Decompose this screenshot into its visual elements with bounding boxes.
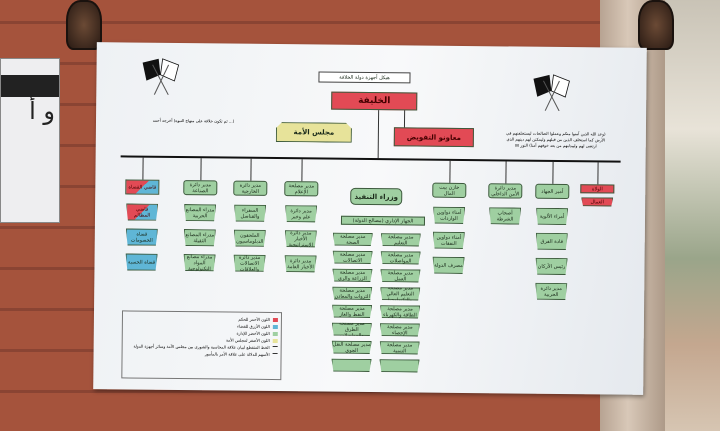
- side-sign: و أ: [0, 58, 60, 223]
- wall-lamp-left: [66, 0, 102, 50]
- column-head: قاضي القضاة: [125, 179, 160, 195]
- department-box: مدير مصلحة النقل الجوي: [332, 341, 371, 354]
- department-box: مدير مصلحة التنمية: [380, 341, 420, 354]
- hadith-quote: (... ثم تكون خلافة على منهاج النبوة) أخر…: [152, 117, 235, 124]
- legend-label: اللون الأحمر للحكم: [238, 316, 270, 322]
- executive-ministers-box: وزراء التنفيذ: [350, 187, 403, 206]
- column-item: مدير دائرة الأخبار الاستراتيجية: [285, 230, 317, 247]
- legend-swatch: [272, 317, 278, 322]
- department-box: مدير مصلحة الإحصاء: [380, 323, 420, 336]
- column-item: السفراء والقناصل: [234, 205, 266, 222]
- legend-label: اللون الأزرق للقضاء: [237, 323, 270, 329]
- column-item: مصرف الدولة: [432, 257, 464, 274]
- legend-swatch: [272, 324, 278, 329]
- department-box: مدير مصلحة الزراعة والري: [332, 269, 372, 282]
- admin-apparatus-box: الجهاز الإداري (مصالح الدولة): [340, 215, 426, 226]
- column-head: مدير دائرة الصناعة: [183, 180, 218, 196]
- legend-item: الأسهم للدلالة على علاقة الأمر بالمأمور: [126, 349, 278, 358]
- department-box: مدير مصلحة الطاقة والكهرباء: [380, 305, 420, 318]
- department-box: [331, 359, 371, 372]
- column-item: قادة الفرق: [536, 233, 568, 250]
- column-item: الملحقون الدبلوماسيون: [234, 230, 266, 247]
- quran-quote: (وعد الله الذين آمنوا منكم وعملوا الصالح…: [506, 130, 606, 149]
- column-head: الولاة: [580, 184, 615, 194]
- ummah-council-box: مجلس الأمة: [276, 122, 352, 143]
- flags-icon: [533, 74, 570, 112]
- column-item: مدير دائرة علم وخبر: [285, 205, 317, 222]
- chart-title: هيكل أجهزة دولة الخلافة: [318, 71, 411, 84]
- wall-lamp-right: [638, 0, 674, 50]
- column-item: قاضي المظالم: [126, 203, 158, 220]
- column-item: مدراء المصانع الحربية: [184, 204, 216, 221]
- hierarchy-line: [120, 155, 621, 163]
- department-box: مدير مصلحة الاتصالات: [333, 251, 373, 264]
- column-item: أصحاب الشرطة: [489, 207, 521, 224]
- department-box: [379, 359, 419, 372]
- legend-swatch: [272, 338, 278, 343]
- column-item: قضاة الخصومات: [126, 228, 158, 245]
- legend-label: اللون الأصفر لمجلس الأمة: [225, 337, 270, 343]
- column-head: مدير دائرة الخارجية: [233, 180, 268, 196]
- department-box: مدير مصلحة الطرق والمواصلات: [332, 323, 372, 336]
- column-item: قضاة الحسبة: [125, 253, 157, 270]
- column-item: أمراء الألوية: [536, 208, 568, 225]
- department-box: مدير مصلحة التعليم العالي والتكنولوجيا: [380, 287, 420, 300]
- legend-swatch: [272, 331, 278, 336]
- department-box: مدير مصلحة العمل: [380, 269, 420, 282]
- window: [665, 0, 720, 431]
- column-item: مدراء المصانع الثقيلة: [184, 229, 216, 246]
- column-head: مدير دائرة الأمن الداخلي: [488, 183, 523, 199]
- legend-swatch: [272, 352, 278, 357]
- column-item: مدير دائرة الأخبار العامة: [284, 255, 316, 272]
- column-head: مدير مصلحة الإعلام: [284, 181, 319, 197]
- flags-icon: [142, 58, 180, 96]
- column-item: العمال: [581, 197, 613, 206]
- department-box: مدير مصلحة الصحة: [333, 233, 373, 246]
- department-box: مدير مصلحة النفط والغاز: [332, 305, 372, 318]
- legend-label: اللون الأخضر للإدارة: [236, 330, 270, 336]
- org-chart-banner: (... ثم تكون خلافة على منهاج النبوة) أخر…: [93, 42, 647, 395]
- legend-swatch: [272, 345, 278, 350]
- side-sign-text: و أ: [29, 97, 55, 125]
- department-box: مدير مصلحة التعليم: [381, 233, 421, 246]
- column-item: مدير دائرة الاتصالات والعلاقات: [233, 255, 265, 272]
- column-item: رئيس الأركان: [535, 258, 567, 275]
- column-item: مدراء مصانع المواد التكنولوجية: [183, 254, 215, 271]
- caliph-box: الخليفة: [331, 91, 418, 111]
- legend-label: الأسهم للدلالة على علاقة الأمر بالمأمور: [204, 351, 270, 357]
- department-box: مدير مصلحة المواصلات: [381, 251, 421, 264]
- column-item: أمناء دواوين الواردات: [433, 207, 465, 224]
- column-head: خازن بيت المال: [432, 182, 467, 199]
- assistants-box: معاونو التفويض: [393, 127, 474, 148]
- column-item: مدير دائرة الحربية: [535, 283, 567, 300]
- column-head: أمير الجهاد: [535, 183, 570, 200]
- department-box: مدير مصلحة الثروات والمعادن: [332, 287, 372, 300]
- column-item: أمناء دواوين النفقات: [433, 232, 465, 249]
